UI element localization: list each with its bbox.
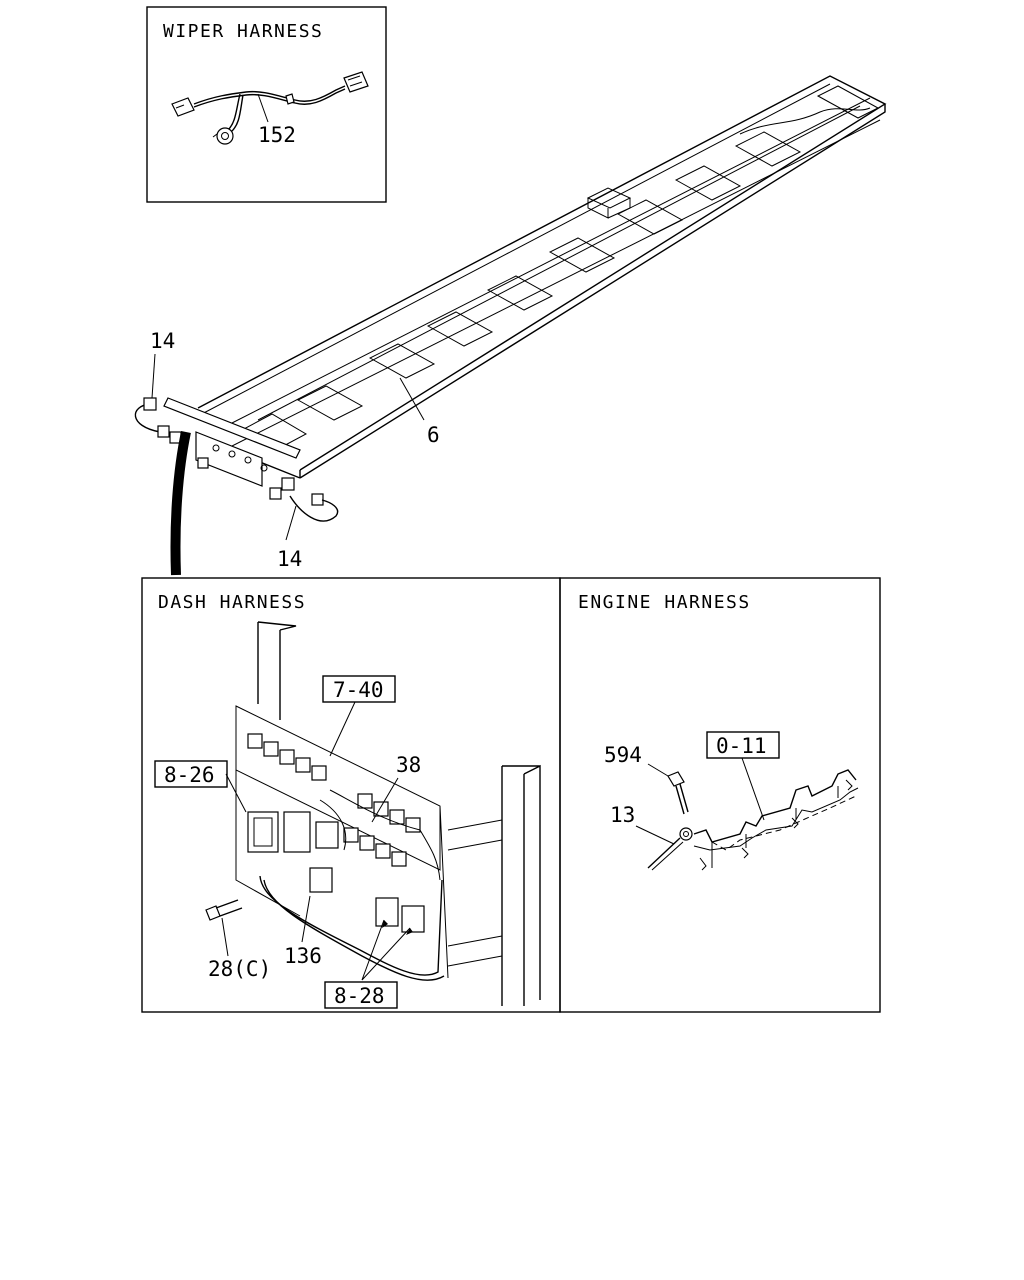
ref-box-7-40 bbox=[322, 675, 396, 703]
dash-harness-panel: DASH HARNESS bbox=[141, 577, 561, 1013]
callout-13: 13 bbox=[610, 803, 635, 827]
callout-594: 594 bbox=[604, 743, 642, 767]
ref-0-11: 0-11 bbox=[716, 734, 767, 758]
ref-box-8-26 bbox=[154, 760, 228, 788]
engine-panel-title: ENGINE HARNESS bbox=[578, 592, 751, 613]
wiper-harness-drawing bbox=[171, 71, 369, 145]
engine-harness-panel: ENGINE HARNESS 0-11 594 13 bbox=[559, 577, 881, 1013]
dash-panel-frame bbox=[141, 577, 561, 1013]
ref-7-40: 7-40 bbox=[333, 678, 384, 702]
callout-136: 136 bbox=[284, 944, 322, 968]
ref-box-0-11 bbox=[706, 731, 780, 759]
wiper-harness-panel: WIPER HARNESS 152 bbox=[146, 6, 387, 203]
callout-152: 152 bbox=[258, 123, 296, 147]
ref-8-26: 8-26 bbox=[164, 763, 215, 787]
wiper-panel-frame bbox=[146, 6, 387, 203]
dash-harness-drawing bbox=[205, 621, 541, 1006]
callout-14-bottom: 14 bbox=[277, 547, 302, 571]
ref-8-28: 8-28 bbox=[334, 984, 385, 1008]
callout-14-top: 14 bbox=[150, 329, 175, 353]
chassis-frame-drawing bbox=[134, 75, 887, 576]
wiper-panel-title: WIPER HARNESS bbox=[163, 21, 323, 42]
callout-38: 38 bbox=[396, 753, 421, 777]
engine-harness-drawing bbox=[635, 757, 859, 871]
callout-6: 6 bbox=[427, 423, 440, 447]
engine-panel-frame bbox=[559, 577, 881, 1013]
dash-panel-title: DASH HARNESS bbox=[158, 592, 306, 613]
ref-box-8-28 bbox=[324, 981, 398, 1009]
callout-28c: 28(C) bbox=[208, 957, 271, 981]
